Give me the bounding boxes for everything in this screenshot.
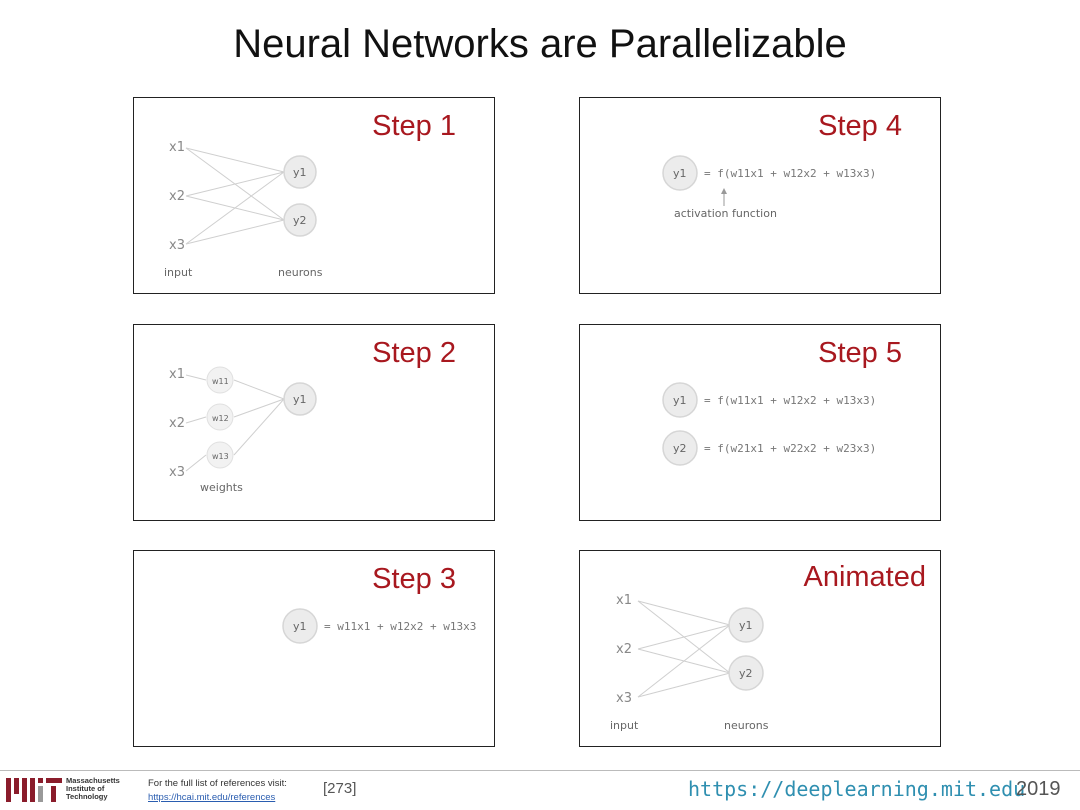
panel-step-3: Step 3 y1 = w11x1 + w12x2 + w13x3 <box>133 550 495 747</box>
institute-line-2: Institute of <box>66 784 105 793</box>
neuron-y2 <box>728 655 764 691</box>
reference-number: [273] <box>323 780 357 797</box>
institute-name: Massachusetts Institute of Technology <box>66 777 120 801</box>
input-x2: x2 <box>616 642 632 657</box>
step-5-label: Step 5 <box>818 337 902 369</box>
neuron-y2 <box>662 430 698 466</box>
weight-w11 <box>206 366 234 394</box>
panel-step-4: Step 4 y1 = f(w11x1 + w12x2 + w13x3) act… <box>579 97 941 294</box>
neuron-y1-label: y1 <box>739 619 753 632</box>
neuron-y1 <box>282 608 318 644</box>
neuron-y1-label: y1 <box>293 620 307 633</box>
step-1-label: Step 1 <box>372 110 456 142</box>
network-diagram: x1 x2 x3 y1 y2 input neurons <box>610 593 769 732</box>
connections <box>185 374 285 472</box>
panel-animated: Animated x1 x2 x3 y1 y2 input neurons <box>579 550 941 747</box>
neuron-y1 <box>283 382 317 416</box>
input-x2: x2 <box>169 416 185 431</box>
neuron-y1-label: y1 <box>673 167 687 180</box>
footer-divider <box>0 770 1080 771</box>
weights-caption: weights <box>200 481 243 494</box>
weight-w13 <box>206 441 234 469</box>
weight-w11-label: w11 <box>212 377 229 386</box>
references-note: For the full list of references visit: h… <box>148 777 287 805</box>
neurons-caption: neurons <box>278 266 323 279</box>
neuron-y1 <box>728 607 764 643</box>
panel-step-1: Step 1 x1 x2 x3 y1 y2 input neurons <box>133 97 495 294</box>
equation: = w11x1 + w12x2 + w13x3 <box>324 620 476 633</box>
input-x3: x3 <box>616 691 632 706</box>
network-diagram: x1 x2 x3 y1 y2 input neurons <box>164 140 323 279</box>
institute-line-1: Massachusetts <box>66 776 120 785</box>
neurons-caption: neurons <box>724 719 769 732</box>
connections <box>637 600 731 698</box>
input-x3: x3 <box>169 238 185 253</box>
neuron-y2-label: y2 <box>673 442 687 455</box>
input-x1: x1 <box>169 367 185 382</box>
input-x3: x3 <box>169 465 185 480</box>
weight-w12-label: w12 <box>212 414 229 423</box>
panel-step-2: Step 2 x1 x2 x3 w11 w12 w13 y1 weights <box>133 324 495 521</box>
activation-equation: y1 = f(w11x1 + w12x2 + w13x3) activation… <box>662 155 876 220</box>
references-link[interactable]: https://hcai.mit.edu/references <box>148 792 276 803</box>
equation: = f(w11x1 + w12x2 + w13x3) <box>704 167 876 180</box>
neuron-y1-label: y1 <box>293 166 307 179</box>
animated-label: Animated <box>803 561 926 593</box>
arrow-head-icon <box>721 188 727 194</box>
mit-logo <box>6 778 62 802</box>
connections <box>185 147 285 245</box>
weights-diagram: x1 x2 x3 w11 w12 w13 y1 weights <box>169 366 317 494</box>
equation-y1: = f(w11x1 + w12x2 + w13x3) <box>704 394 876 407</box>
neuron-y1 <box>283 155 317 189</box>
references-text: For the full list of references visit: <box>148 778 287 789</box>
input-x1: x1 <box>169 140 185 155</box>
input-x2: x2 <box>169 189 185 204</box>
step-2-label: Step 2 <box>372 337 456 369</box>
neuron-y1 <box>662 382 698 418</box>
input-caption: input <box>164 266 193 279</box>
multi-neuron-equations: y1 = f(w11x1 + w12x2 + w13x3) y2 = f(w21… <box>662 382 876 466</box>
course-url[interactable]: https://deeplearning.mit.edu <box>688 777 1026 801</box>
neuron-y2-label: y2 <box>293 214 307 227</box>
input-x1: x1 <box>616 593 632 608</box>
year: 2019 <box>1016 778 1061 800</box>
neuron-y2-label: y2 <box>739 667 753 680</box>
institute-line-3: Technology <box>66 792 108 801</box>
neuron-y1-label: y1 <box>673 394 687 407</box>
activation-caption: activation function <box>674 207 777 220</box>
neuron-y1-label: y1 <box>293 393 307 406</box>
weight-w13-label: w13 <box>212 452 229 461</box>
neuron-y2 <box>283 203 317 237</box>
weighted-sum-equation: y1 = w11x1 + w12x2 + w13x3 <box>282 608 476 644</box>
step-4-label: Step 4 <box>818 110 902 142</box>
step-3-label: Step 3 <box>372 563 456 595</box>
slide-title: Neural Networks are Parallelizable <box>233 22 847 66</box>
neuron-y1 <box>662 155 698 191</box>
input-caption: input <box>610 719 639 732</box>
panel-step-5: Step 5 y1 = f(w11x1 + w12x2 + w13x3) y2 … <box>579 324 941 521</box>
equation-y2: = f(w21x1 + w22x2 + w23x3) <box>704 442 876 455</box>
weight-w12 <box>206 403 234 431</box>
